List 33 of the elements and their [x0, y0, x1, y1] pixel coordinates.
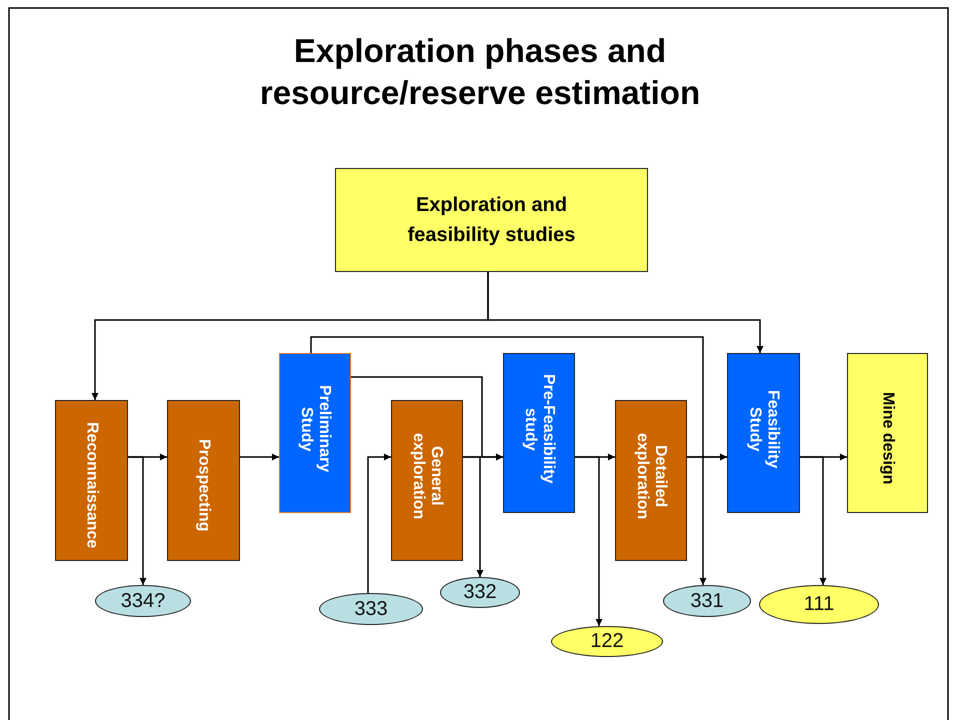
code-label: 334?: [120, 590, 166, 612]
node-label: Reconnaissance: [82, 420, 100, 550]
arrow: [487, 272, 764, 353]
code-label: 333: [354, 598, 388, 620]
node-label: Mine design: [878, 390, 896, 486]
design-box: [847, 353, 928, 513]
arrow: [687, 456, 706, 585]
code-label: 332: [463, 581, 497, 604]
study-box: [727, 353, 800, 513]
node-label: Exploration and feasibility studies: [406, 193, 576, 248]
study-box: [279, 353, 351, 513]
process-box: [335, 168, 648, 272]
node-label: Feasibility Study: [746, 388, 782, 470]
arrow: [240, 454, 279, 460]
study-box: [503, 353, 575, 513]
arrow: [800, 456, 826, 585]
phase-box: [615, 400, 687, 561]
node-label: General exploration: [409, 432, 445, 522]
phase-box: [55, 400, 128, 561]
arrow: [128, 456, 146, 585]
phase-box: [391, 400, 463, 561]
phase-box: [167, 400, 240, 561]
node-label: Preliminary Study: [297, 384, 333, 475]
code-label: 331: [690, 590, 724, 612]
arrow: [575, 456, 602, 626]
node-label: Detailed exploration: [633, 432, 669, 522]
node-label: Pre-Feasibility study: [521, 373, 557, 486]
node-label: Prospecting: [194, 438, 212, 534]
arrow: [463, 456, 484, 577]
code-label: 111: [804, 593, 834, 616]
code-label: 122: [590, 630, 624, 653]
diagram-title: Exploration phases and resource/reserve estimation: [258, 31, 702, 113]
arrow: [367, 454, 391, 593]
